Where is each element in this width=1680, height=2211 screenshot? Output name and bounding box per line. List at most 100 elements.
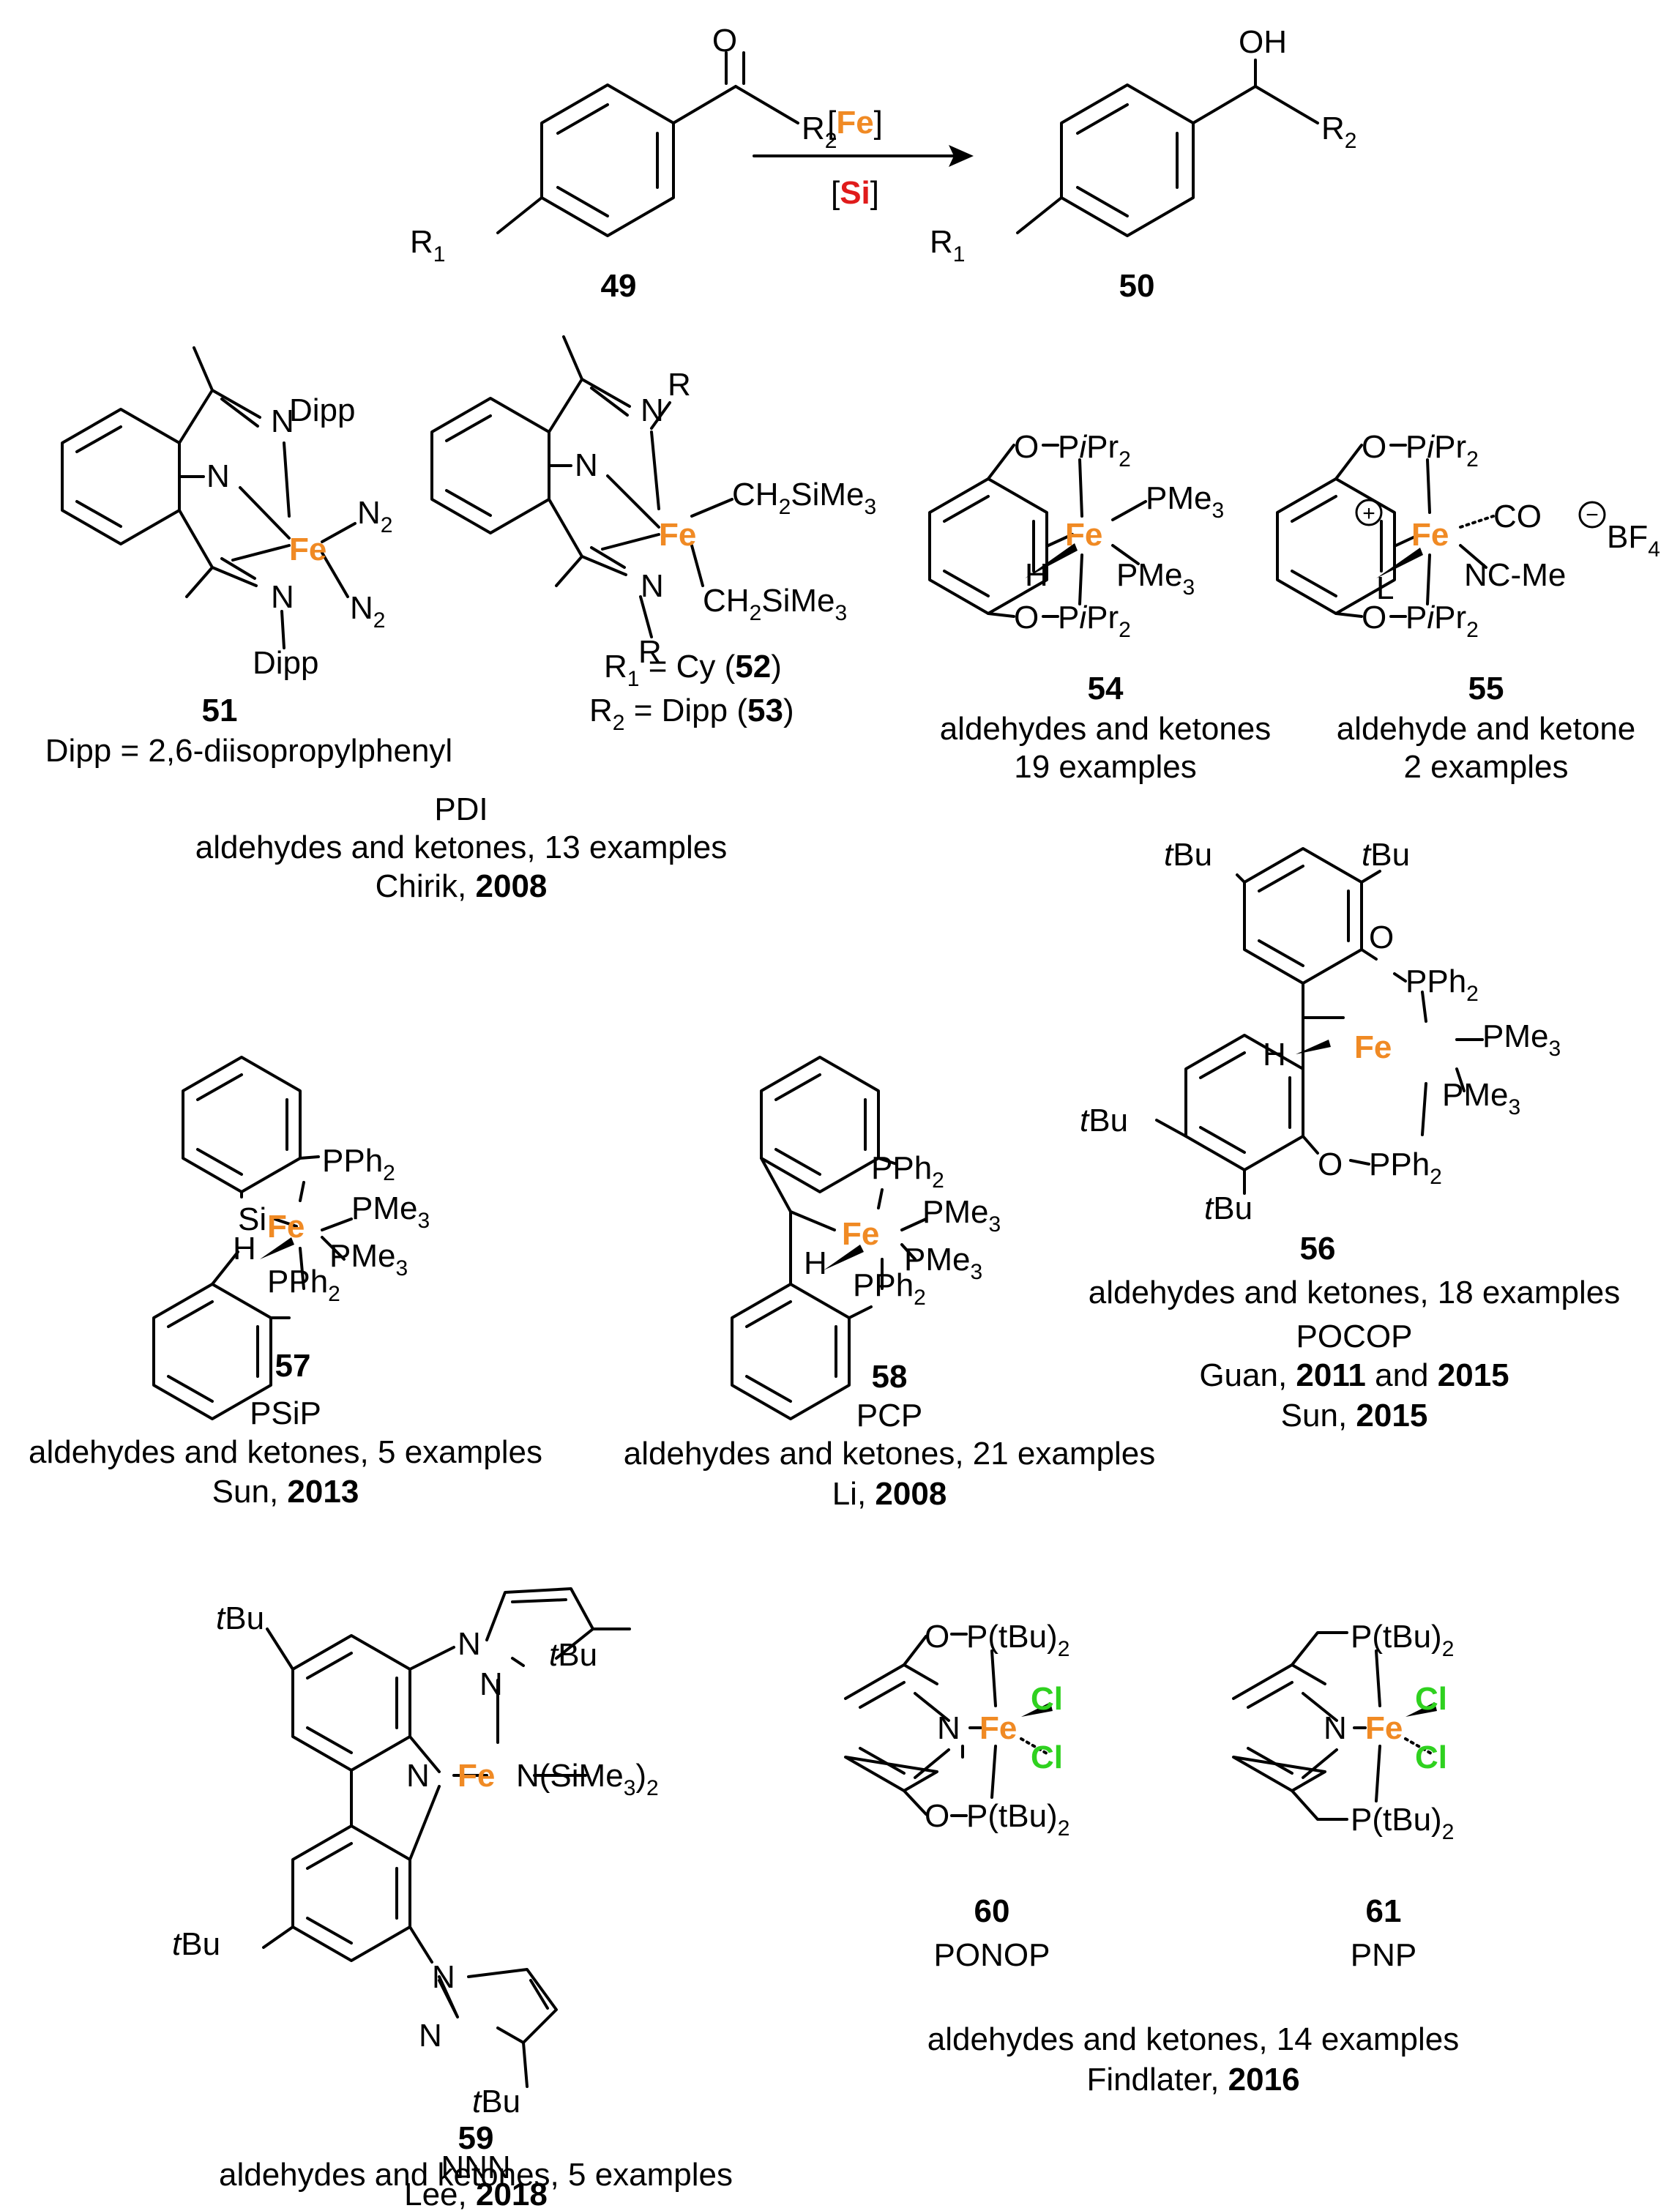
complex-58: PPh2 Fe H PMe3 PMe3 PPh2 58 PCP aldehyde… [624,1056,1156,1512]
svg-text:Lee, 2018: Lee, 2018 [404,2177,548,2211]
positive-charge: + [1362,502,1375,526]
svg-text:tBu: tBu [549,1637,597,1673]
svg-text:PiPr2: PiPr2 [1058,429,1131,471]
svg-text:Fe: Fe [1411,517,1449,553]
svg-text:H: H [233,1231,256,1267]
svg-text:tBu: tBu [1164,837,1212,873]
svg-text:PMe3: PMe3 [904,1242,982,1284]
compound-number-50: 50 [1119,268,1155,304]
svg-text:N(SiMe3)2: N(SiMe3)2 [516,1758,659,1800]
svg-text:O: O [925,1619,949,1655]
svg-text:aldehydes and ketones, 5 examp: aldehydes and ketones, 5 examples [29,1434,542,1470]
svg-text:aldehyde and ketone: aldehyde and ketone [1337,711,1636,747]
svg-text:PNP: PNP [1351,1937,1416,1973]
svg-text:PiPr2: PiPr2 [1405,429,1479,471]
r1-label: R [410,224,433,260]
svg-text:tBu: tBu [1080,1103,1128,1138]
svg-text:tBu: tBu [472,2084,520,2119]
hydroxyl-label: OH [1239,24,1287,60]
svg-text:N: N [419,2018,442,2054]
r2-definition: R2 = Dipp (53) [589,693,794,735]
svg-text:H: H [1025,557,1048,593]
svg-text:aldehydes and ketones, 14 exam: aldehydes and ketones, 14 examples [927,2021,1460,2057]
svg-text:Fe: Fe [979,1710,1017,1746]
svg-text:Si: Si [238,1201,266,1237]
r1-definition: R1 = Cy (52) [604,649,782,691]
svg-text:PPh2: PPh2 [1405,963,1479,1006]
svg-text:R2: R2 [802,111,837,153]
svg-text:Cl: Cl [1031,1740,1063,1775]
svg-text:N: N [641,568,664,604]
svg-text:PPh2: PPh2 [871,1150,944,1193]
svg-text:PPh2: PPh2 [267,1264,340,1306]
svg-text:PCP: PCP [856,1398,922,1433]
product-50: OH R2 R1 50 [930,24,1356,304]
svg-text:tBu: tBu [1204,1190,1252,1226]
svg-text:N: N [271,403,294,439]
svg-text:Fe: Fe [659,517,696,553]
carbonyl-oxygen: O [712,23,737,59]
svg-text:aldehydes and ketones, 5 examp: aldehydes and ketones, 5 examples [219,2157,733,2193]
reference: Chirik, 2008 [376,868,548,904]
svg-text:H: H [1263,1037,1286,1073]
svg-text:Cl: Cl [1031,1681,1063,1717]
svg-text:O: O [1362,429,1386,465]
svg-text:NC-Me: NC-Me [1464,557,1566,593]
complex-55: O PiPr2 + Fe CO L NC-Me O PiPr2 − BF4 55… [1276,429,1660,785]
svg-text:R1: R1 [930,224,965,266]
compound-number-54: 54 [1088,671,1124,706]
svg-text:Dipp: Dipp [289,392,356,428]
svg-text:aldehydes and ketones, 21 exam: aldehydes and ketones, 21 examples [624,1436,1156,1472]
svg-text:tBu: tBu [216,1600,264,1636]
svg-text:19 examples: 19 examples [1014,749,1196,785]
svg-text:aldehydes and ketones: aldehydes and ketones [940,711,1272,747]
svg-text:NNN: NNN [441,2150,510,2185]
svg-text:PMe3: PMe3 [329,1238,408,1280]
svg-text:Fe: Fe [458,1758,495,1794]
svg-text:aldehydes and ketones, 18 exam: aldehydes and ketones, 18 examples [1089,1275,1621,1310]
svg-text:CH2SiMe3: CH2SiMe3 [703,583,847,625]
svg-text:2 examples: 2 examples [1403,749,1568,785]
svg-text:N2: N2 [357,495,392,537]
svg-text:tBu: tBu [1362,837,1410,873]
svg-text:N: N [937,1710,960,1746]
svg-text:59: 59 [458,2120,494,2156]
svg-text:BF4: BF4 [1607,519,1660,562]
compound-number-56: 56 [1300,1231,1336,1267]
svg-text:O: O [1318,1146,1343,1182]
group-60-61-caption: aldehydes and ketones, 14 examples Findl… [927,2021,1460,2098]
reactant-49: O R2 R1 49 [410,23,837,304]
svg-text:P(tBu)2: P(tBu)2 [1351,1619,1454,1661]
svg-text:P(tBu)2: P(tBu)2 [966,1798,1069,1841]
complex-61: P(tBu)2 N Fe Cl Cl P(tBu)2 61 PNP [1232,1619,1454,1973]
complex-57: PPh2 Si Fe H PMe3 PMe3 PPh2 57 PSiP alde… [29,1056,542,1510]
svg-text:CO: CO [1493,499,1542,534]
svg-text:Sun, 2013: Sun, 2013 [212,1474,359,1510]
svg-text:Fe: Fe [267,1209,305,1245]
svg-text:PPh2: PPh2 [322,1143,395,1185]
complex-56: tBu tBu tBu tBu O PPh2 Fe H PMe3 PMe3 O … [1080,837,1620,1433]
svg-text:tBu: tBu [172,1926,220,1962]
svg-text:PMe3: PMe3 [1442,1077,1520,1119]
svg-text:O: O [925,1798,949,1834]
complex-59-caption: aldehydes and ketones, 5 examples Lee, 2… [219,2157,733,2211]
compound-number-58: 58 [872,1359,908,1395]
svg-text:N: N [1324,1710,1347,1746]
iron-catalyst-label: [Fe] [827,105,883,141]
compound-number-61: 61 [1366,1893,1402,1929]
svg-text:N: N [206,458,230,494]
svg-text:PMe3: PMe3 [1482,1018,1561,1061]
reaction-arrow: [Fe] [Si] [753,105,974,211]
compound-number-57: 57 [275,1348,311,1384]
svg-text:Li, 2008: Li, 2008 [832,1476,947,1512]
svg-text:Fe: Fe [842,1216,879,1252]
r2-label: R [802,111,825,146]
svg-text:Cl: Cl [1415,1681,1447,1717]
substrate-scope: aldehydes and ketones, 13 examples [195,829,728,865]
group-51-53-caption: PDI aldehydes and ketones, 13 examples C… [195,791,728,904]
svg-text:N2: N2 [350,590,385,633]
svg-text:POCOP: POCOP [1296,1319,1413,1354]
iron-center: Fe [289,532,326,567]
svg-text:PMe3: PMe3 [1116,557,1195,600]
